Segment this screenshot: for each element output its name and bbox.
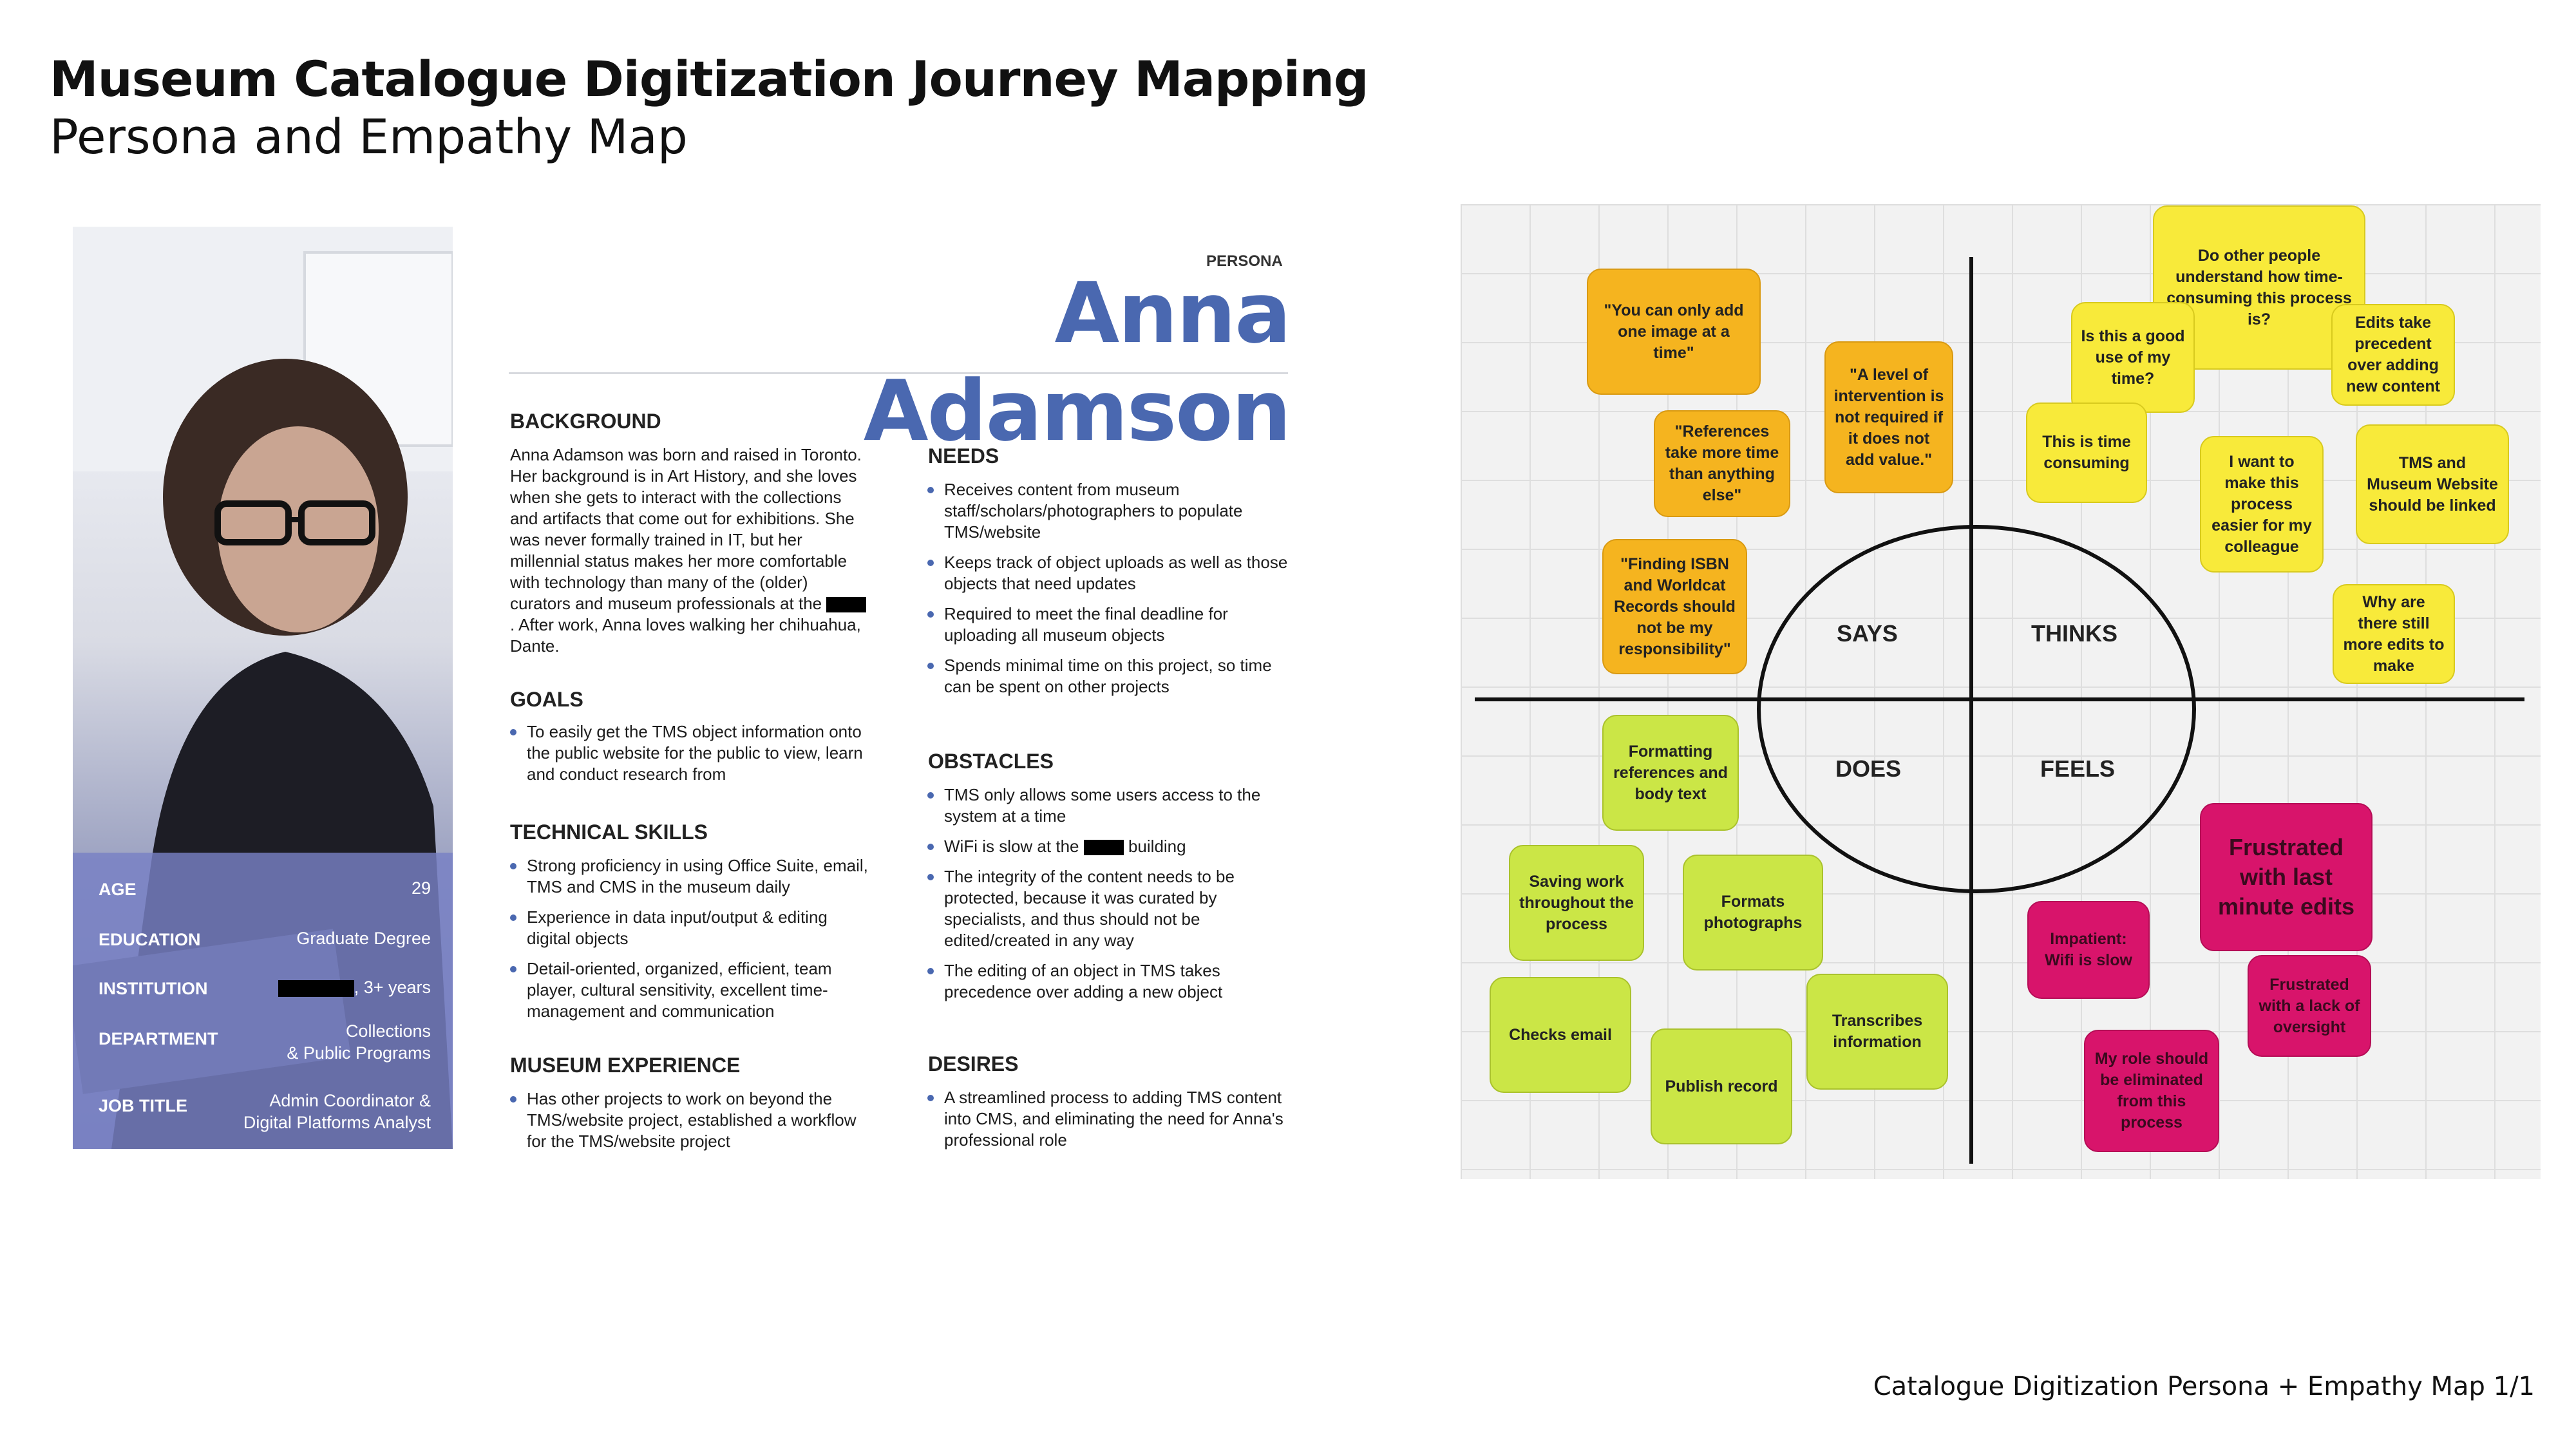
obstacles-heading: OBSTACLES bbox=[928, 750, 1054, 773]
job-title-line1: Admin Coordinator & bbox=[269, 1091, 431, 1110]
desires-list: A streamlined process to adding TMS cont… bbox=[925, 1087, 1292, 1160]
quadrant-does: DOES bbox=[1835, 755, 1902, 782]
goals-heading: GOALS bbox=[510, 688, 583, 711]
quadrant-thinks: THINKS bbox=[2031, 620, 2117, 647]
persona-divider bbox=[509, 372, 1288, 374]
sticky-note-does: Formats photographs bbox=[1683, 855, 1823, 971]
list-item: Receives content from museum staff/schol… bbox=[925, 479, 1292, 543]
quadrant-says: SAYS bbox=[1837, 620, 1898, 647]
sticky-note-thinks: Edits take precedent over adding new con… bbox=[2331, 304, 2455, 406]
education-row: EDUCATION Graduate Degree bbox=[73, 922, 453, 961]
museum-experience-heading: MUSEUM EXPERIENCE bbox=[510, 1054, 741, 1077]
sticky-note-thinks: TMS and Museum Website should be linked bbox=[2356, 424, 2509, 544]
list-item: Experience in data input/output & editin… bbox=[507, 907, 868, 949]
persona-tag: PERSONA bbox=[1206, 252, 1283, 270]
goals-list: To easily get the TMS object information… bbox=[507, 721, 868, 794]
sticky-note-feels: Frustrated with last minute edits bbox=[2200, 803, 2372, 951]
sticky-note-thinks: Why are there still more edits to make bbox=[2333, 584, 2455, 684]
list-item: The integrity of the content needs to be… bbox=[925, 866, 1292, 951]
list-item: Required to meet the final deadline for … bbox=[925, 603, 1292, 646]
persona-photo: AGE 29 EDUCATION Graduate Degree INSTITU… bbox=[73, 227, 453, 1149]
obstacle-text-part2: building bbox=[1128, 837, 1186, 856]
institution-label: INSTITUTION bbox=[99, 979, 208, 998]
list-item: TMS only allows some users access to the… bbox=[925, 784, 1292, 827]
quadrant-feels: FEELS bbox=[2040, 755, 2116, 782]
sticky-note-feels: My role should be eliminated from this p… bbox=[2084, 1030, 2219, 1152]
sticky-note-does: Checks email bbox=[1490, 977, 1631, 1093]
job-title-value: Admin Coordinator & Digital Platforms Ana… bbox=[243, 1090, 431, 1133]
education-value: Graduate Degree bbox=[296, 929, 431, 948]
persona-details-overlay bbox=[73, 853, 453, 1149]
center-circle bbox=[1757, 525, 2196, 893]
list-item: To easily get the TMS object information… bbox=[507, 721, 868, 785]
technical-skills-heading: TECHNICAL SKILLS bbox=[510, 820, 708, 844]
department-row: DEPARTMENT Collections& Public Programs bbox=[73, 1020, 453, 1063]
page-title: Museum Catalogue Digitization Journey Ma… bbox=[50, 50, 1368, 108]
sticky-note-feels: Impatient: Wifi is slow bbox=[2027, 901, 2150, 999]
background-text: Anna Adamson was born and raised in Toro… bbox=[510, 444, 871, 657]
persona-name: Anna Adamson bbox=[863, 264, 1291, 460]
desires-heading: DESIRES bbox=[928, 1052, 1019, 1075]
sticky-note-thinks: This is time consuming bbox=[2026, 402, 2147, 503]
museum-experience-list: Has other projects to work on beyond the… bbox=[507, 1088, 868, 1161]
sticky-note-feels: Frustrated with a lack of oversight bbox=[2248, 955, 2371, 1057]
background-heading: BACKGROUND bbox=[510, 410, 661, 433]
list-item: A streamlined process to adding TMS cont… bbox=[925, 1087, 1292, 1151]
job-title-row: JOB TITLE Admin Coordinator & Digital Pla… bbox=[73, 1090, 453, 1132]
sticky-note-says: "You can only add one image at a time" bbox=[1587, 269, 1761, 395]
sticky-note-says: "References take more time than anything… bbox=[1654, 410, 1790, 517]
list-item: Keeps track of object uploads as well as… bbox=[925, 552, 1292, 594]
obstacle-text-part1: WiFi is slow at the bbox=[944, 837, 1079, 856]
redaction-bar bbox=[278, 980, 354, 997]
sticky-note-does: Publish record bbox=[1651, 1028, 1792, 1144]
list-item: The editing of an object in TMS takes pr… bbox=[925, 960, 1292, 1003]
obstacles-list: TMS only allows some users access to the… bbox=[925, 784, 1292, 1012]
page-subtitle: Persona and Empathy Map bbox=[50, 109, 688, 165]
background-text-part2: . After work, Anna loves walking her chi… bbox=[510, 615, 861, 656]
institution-years: , 3+ years bbox=[354, 978, 431, 997]
department-label: DEPARTMENT bbox=[99, 1029, 218, 1048]
list-item: WiFi is slow at the building bbox=[925, 836, 1292, 857]
sticky-note-thinks: Is this a good use of my time? bbox=[2071, 302, 2195, 413]
list-item: Has other projects to work on beyond the… bbox=[507, 1088, 868, 1152]
age-row: AGE 29 bbox=[73, 871, 453, 909]
list-item: Spends minimal time on this project, so … bbox=[925, 655, 1292, 697]
list-item: Strong proficiency in using Office Suite… bbox=[507, 855, 868, 898]
age-label: AGE bbox=[99, 880, 137, 899]
sticky-note-does: Formatting references and body text bbox=[1602, 715, 1739, 831]
sticky-note-says: "Finding ISBN and Worldcat Records shoul… bbox=[1602, 539, 1747, 674]
page-footer: Catalogue Digitization Persona + Empathy… bbox=[1873, 1372, 2535, 1401]
job-title-label: JOB TITLE bbox=[99, 1096, 188, 1115]
department-value: Collections& Public Programs bbox=[287, 1020, 431, 1064]
background-text-part1: Anna Adamson was born and raised in Toro… bbox=[510, 445, 862, 613]
technical-skills-list: Strong proficiency in using Office Suite… bbox=[507, 855, 868, 1031]
sticky-note-does: Transcribes information bbox=[1806, 974, 1948, 1090]
redaction-bar bbox=[1083, 840, 1124, 856]
age-value: 29 bbox=[411, 878, 431, 898]
department-value-line1: Collections bbox=[345, 1021, 431, 1041]
redaction-bar bbox=[826, 597, 867, 613]
sticky-note-thinks: I want to make this process easier for m… bbox=[2200, 436, 2324, 573]
institution-value: , 3+ years bbox=[278, 976, 431, 998]
sticky-note-does: Saving work throughout the process bbox=[1509, 845, 1644, 961]
department-value-line2: & Public Programs bbox=[287, 1043, 431, 1063]
education-label: EDUCATION bbox=[99, 930, 201, 949]
empathy-map: SAYS THINKS DOES FEELS "You can only add… bbox=[1461, 204, 2541, 1179]
list-item: Detail-oriented, organized, efficient, t… bbox=[507, 958, 868, 1022]
needs-list: Receives content from museum staff/schol… bbox=[925, 479, 1292, 706]
institution-row: INSTITUTION , 3+ years bbox=[73, 971, 453, 1010]
sticky-note-says: "A level of intervention is not required… bbox=[1824, 341, 1953, 493]
job-title-line2: Digital Platforms Analyst bbox=[243, 1113, 431, 1132]
needs-heading: NEEDS bbox=[928, 444, 999, 468]
